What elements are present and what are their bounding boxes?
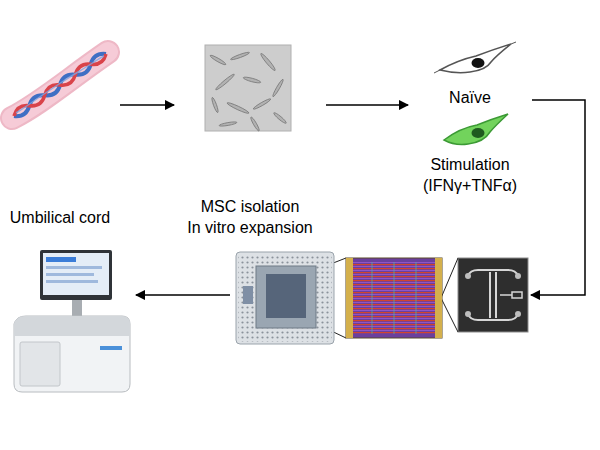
cord-artery — [14, 54, 106, 116]
flow-arrow — [136, 294, 230, 296]
cells — [209, 51, 287, 132]
screen-bar — [46, 280, 98, 283]
umbilical-cord — [12, 52, 108, 118]
chip-frame — [256, 266, 316, 328]
chip-bus — [346, 258, 353, 338]
sem-image — [458, 258, 528, 332]
cell — [260, 52, 277, 71]
cell — [219, 121, 237, 127]
microscopy-image — [205, 45, 291, 132]
chip-carrier — [236, 252, 334, 344]
microfluidic-chip — [236, 252, 334, 344]
step-label: Naïve — [449, 87, 491, 108]
cell — [211, 97, 219, 113]
chip-zoom — [346, 258, 442, 338]
cell-body — [440, 44, 511, 73]
monitor-stand — [72, 300, 82, 318]
cell — [272, 79, 285, 98]
process-step: Naïve — [410, 40, 530, 110]
cell-nucleus — [472, 128, 485, 138]
cell — [230, 51, 250, 61]
cell-nucleus — [472, 58, 485, 68]
cell — [273, 112, 287, 125]
sequencer-body — [14, 316, 130, 392]
cell — [243, 76, 261, 84]
sequencer-lid — [14, 316, 130, 336]
stimulated-cell — [444, 114, 508, 145]
chip-array — [346, 258, 442, 338]
chip-pins — [238, 254, 332, 342]
step-label: Stimulation (IFNγ+TNFα) — [412, 154, 528, 196]
step-label: In vitro expansion — [187, 217, 312, 238]
cell — [250, 116, 261, 131]
chip-port — [243, 286, 253, 304]
process-step: MSC isolationIn vitro expansion — [176, 40, 324, 240]
chip-die — [266, 274, 306, 318]
cell — [209, 54, 226, 66]
step-label: MSC isolation — [201, 196, 300, 217]
process-step: Umbilical cord — [2, 40, 118, 230]
cord-edge — [12, 52, 108, 118]
outlet — [500, 292, 522, 298]
cell — [226, 101, 249, 114]
screen-bar — [46, 273, 94, 276]
process-step: Stimulation (IFNγ+TNFα) — [410, 112, 530, 198]
cell-process — [434, 42, 516, 73]
flow-arrow — [120, 104, 174, 106]
micrograph — [205, 45, 291, 131]
cord-vein — [16, 56, 104, 113]
screen — [43, 253, 109, 295]
monitor — [40, 250, 112, 300]
cell — [215, 73, 235, 91]
well — [515, 311, 521, 317]
chip-bus — [435, 258, 442, 338]
cord-body — [12, 52, 108, 118]
sequencer — [14, 250, 130, 392]
cell-body — [444, 114, 508, 145]
screen-bar — [46, 266, 102, 269]
step-label: Umbilical cord — [10, 207, 110, 228]
cord-vein — [14, 54, 106, 116]
well — [465, 273, 471, 279]
sem-frame — [458, 258, 528, 332]
chamber-array — [352, 262, 436, 334]
chip-line — [372, 262, 416, 334]
naive-cell — [434, 42, 516, 73]
well — [515, 273, 521, 279]
sequencer-door — [20, 342, 60, 386]
flow-arrow — [531, 100, 585, 295]
cell — [253, 98, 272, 111]
status-light — [100, 346, 122, 350]
well — [465, 311, 471, 317]
flow-arrow — [326, 104, 408, 106]
screen-bar — [46, 257, 76, 262]
